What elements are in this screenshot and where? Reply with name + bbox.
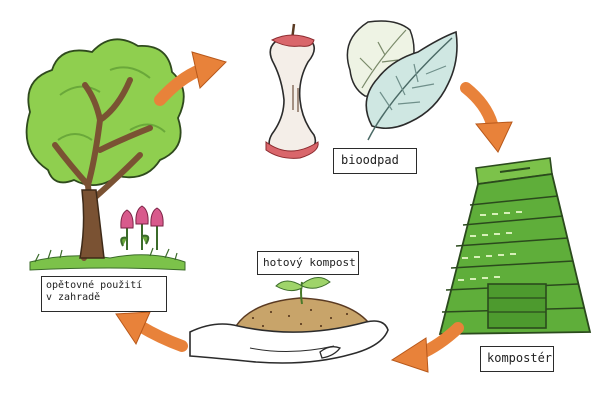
label-finished-compost: hotový kompost [257, 251, 359, 275]
tulip-icon [120, 205, 164, 250]
label-reuse-line2: v zahradě [46, 291, 101, 303]
label-reuse-in-garden: opětovné použití v zahradě [41, 276, 167, 312]
hand-with-compost-icon [189, 277, 389, 364]
tree-icon [25, 38, 186, 271]
arrow-to-garden [115, 311, 188, 352]
label-composter: kompostér [480, 346, 554, 372]
leaves-icon [346, 20, 458, 141]
composter-icon [438, 157, 592, 335]
label-biowaste: bioodpad [333, 148, 417, 174]
arrow-to-compost [390, 322, 464, 373]
label-reuse-line1: opětovné použití [46, 280, 143, 291]
apple-core-icon [265, 23, 319, 159]
arrow-to-biowaste [154, 51, 227, 106]
arrow-to-composter [460, 82, 513, 153]
